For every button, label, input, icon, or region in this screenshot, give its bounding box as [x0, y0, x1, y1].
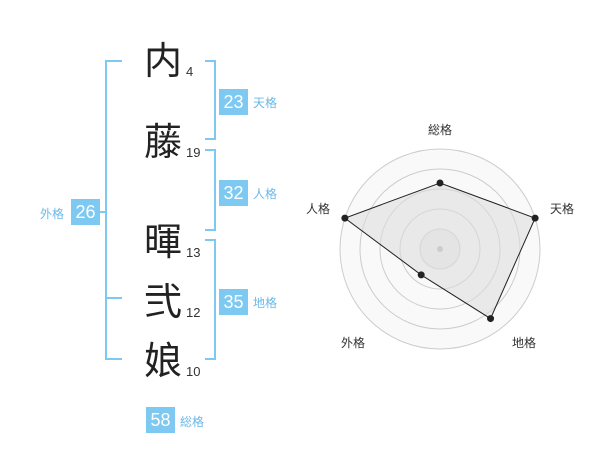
name-char-4: 弐	[143, 280, 182, 324]
radar-axis-label-chikaku: 地格	[512, 335, 536, 350]
strokes-char-5: 10	[186, 364, 201, 379]
radar-point	[436, 179, 444, 187]
chikaku-bracket	[205, 239, 216, 360]
radar-center-dot	[437, 246, 443, 252]
name-char-5: 娘	[143, 339, 182, 383]
radar-point	[417, 271, 425, 279]
gaikaku-label: 外格	[40, 207, 65, 221]
chikaku-badge: 35	[219, 289, 248, 315]
jinkaku-label: 人格	[253, 187, 278, 201]
outer-bracket	[105, 60, 122, 360]
soukaku-badge: 58	[146, 407, 175, 433]
strokes-char-1: 4	[186, 64, 194, 79]
radar-point	[531, 214, 539, 222]
strokes-char-4: 12	[186, 305, 201, 320]
name-char-3: 暉	[143, 220, 182, 264]
tenkaku-label: 天格	[253, 96, 278, 110]
radar-point	[487, 315, 495, 323]
name-char-1: 内	[143, 39, 182, 83]
radar-axis-label-jinkaku: 人格	[306, 201, 330, 216]
tenkaku-bracket	[205, 60, 216, 140]
name-char-2: 藤	[143, 120, 182, 164]
soukaku-label: 総格	[180, 415, 205, 429]
jinkaku-badge: 32	[219, 180, 248, 206]
jinkaku-bracket	[205, 149, 216, 231]
radar-axis-label-gaikaku: 外格	[341, 335, 365, 350]
tenkaku-badge: 23	[219, 89, 248, 115]
radar-axis-label-tenkaku: 天格	[550, 201, 574, 216]
radar-ring	[339, 148, 541, 350]
radar-axis-label-soukaku: 総格	[428, 122, 452, 137]
strokes-char-3: 13	[186, 245, 201, 260]
strokes-char-2: 19	[186, 145, 201, 160]
chikaku-label: 地格	[253, 296, 278, 310]
radar-point	[341, 214, 349, 222]
gaikaku-badge: 26	[71, 199, 100, 225]
